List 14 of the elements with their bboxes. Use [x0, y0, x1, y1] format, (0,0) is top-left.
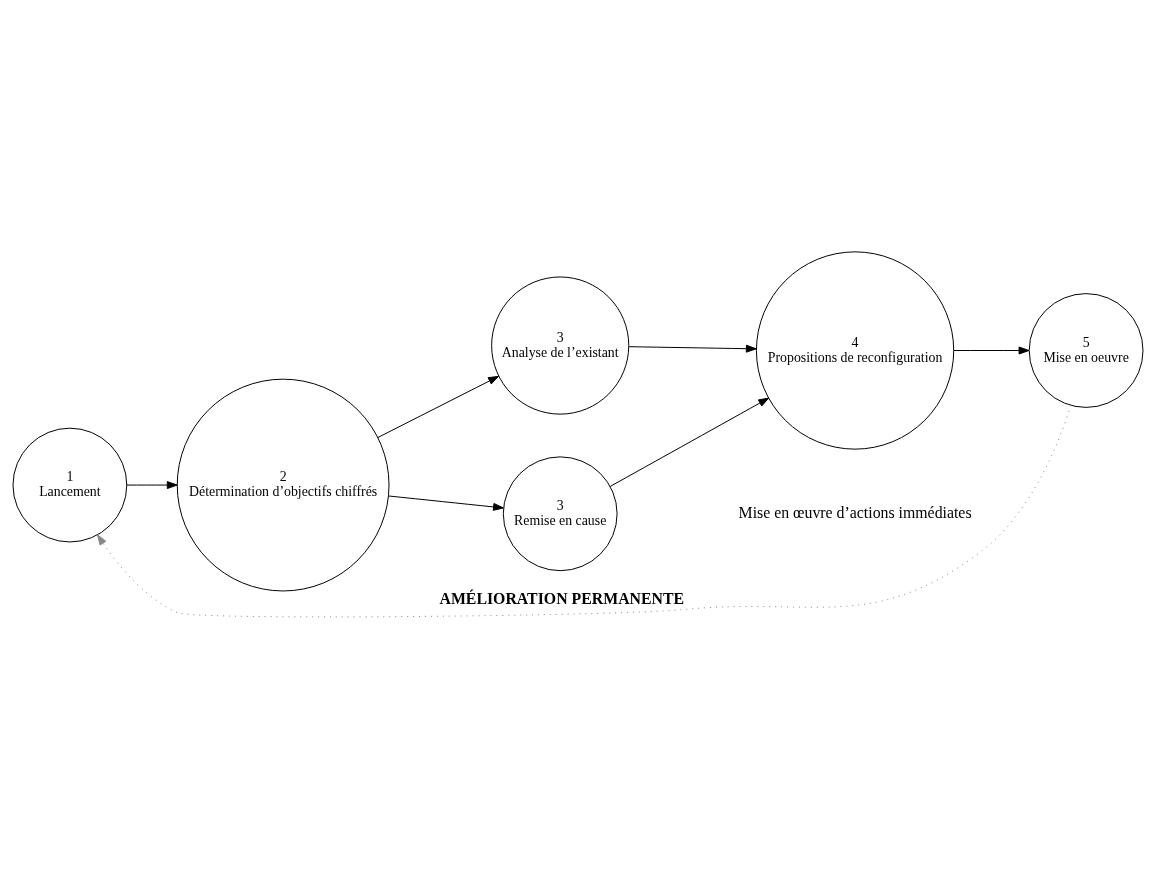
edge-label: AMÉLIORATION PERMANENTE — [439, 589, 685, 607]
label: Mise en œuvre d’actions immédiates — [738, 503, 972, 521]
node-circle: 5 Mise en oeuvre — [1028, 293, 1144, 408]
arrow — [97, 404, 1072, 618]
arrow — [609, 397, 770, 487]
node-circle: 1 Lancement — [12, 427, 128, 543]
node-circle: 3 Remise en cause — [502, 456, 618, 572]
arrow — [953, 346, 1030, 355]
arrow — [388, 495, 504, 511]
node-circle: 3 Analyse de l’existant — [491, 276, 630, 415]
arrow — [377, 375, 499, 438]
node-circle: 2 Détermination d’objectifs chiffrés — [176, 378, 390, 592]
arrow — [126, 481, 178, 490]
arrow — [628, 344, 757, 353]
